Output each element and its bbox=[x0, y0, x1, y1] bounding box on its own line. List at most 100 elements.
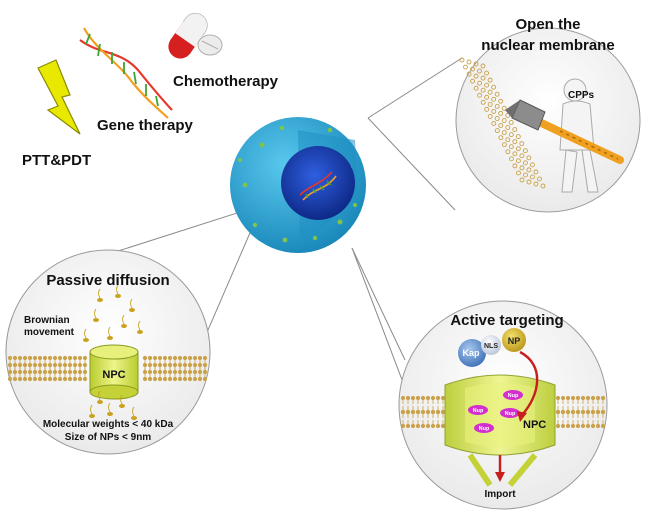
gold-nanoparticle bbox=[89, 414, 95, 418]
nanoparticle-ligand bbox=[98, 390, 101, 401]
lipid-head bbox=[526, 155, 532, 161]
lipid-head bbox=[516, 170, 521, 176]
lipid-head bbox=[27, 362, 33, 368]
lipid-head bbox=[512, 139, 518, 145]
lipid-head bbox=[430, 395, 436, 401]
lipid-head bbox=[565, 409, 571, 415]
lipid-head bbox=[575, 395, 581, 401]
lipid-head bbox=[512, 151, 518, 157]
lipid-head bbox=[187, 369, 193, 375]
nanoparticle-ligand bbox=[132, 406, 135, 417]
lipid-head bbox=[523, 172, 528, 178]
lipid-head bbox=[501, 118, 507, 123]
lipid-head bbox=[82, 369, 88, 375]
lipid-head bbox=[512, 163, 518, 169]
lipid-head bbox=[480, 63, 486, 69]
passive-diffusion-panel: Passive diffusion Brownian movement NPC … bbox=[5, 249, 211, 455]
lipid-head bbox=[17, 362, 23, 368]
nanoparticle-ligand bbox=[122, 314, 125, 325]
cell bbox=[230, 117, 366, 253]
lipid-head bbox=[37, 362, 43, 368]
lipid-head bbox=[430, 423, 436, 429]
lipid-head bbox=[570, 409, 576, 415]
cytoplasm-dots bbox=[238, 125, 357, 243]
lipid-head bbox=[32, 369, 38, 375]
lipid-head bbox=[147, 355, 153, 361]
lipid-head bbox=[72, 369, 78, 375]
lipid-head bbox=[192, 362, 198, 368]
lipid-head bbox=[62, 376, 68, 382]
lipid-head bbox=[570, 395, 576, 401]
lipid-head bbox=[560, 409, 566, 415]
lipid-head bbox=[187, 355, 193, 361]
molecular-weight-label: Molecular weights < 40 kDa bbox=[43, 419, 174, 430]
lipid-head bbox=[62, 355, 68, 361]
np-label: NP bbox=[508, 336, 521, 346]
kap-label: Kap bbox=[462, 348, 480, 358]
lipid-head bbox=[555, 395, 561, 401]
open-membrane-title-line2: nuclear membrane bbox=[481, 37, 614, 54]
nanoparticle-ligand bbox=[94, 308, 97, 319]
lipid-head bbox=[67, 376, 73, 382]
lipid-head bbox=[435, 423, 441, 429]
lipid-head bbox=[410, 423, 416, 429]
lipid-head bbox=[12, 355, 18, 361]
lipid-head bbox=[565, 423, 571, 429]
lipid-head bbox=[72, 362, 78, 368]
lipid-head bbox=[430, 409, 436, 415]
lipid-head bbox=[470, 66, 475, 72]
lipid-head bbox=[172, 362, 178, 368]
lipid-head bbox=[494, 103, 500, 109]
gold-nanoparticle bbox=[97, 298, 103, 302]
lipid-head bbox=[197, 376, 203, 382]
lipid-head bbox=[501, 105, 507, 111]
lipid-head bbox=[410, 409, 416, 415]
lipid-head bbox=[142, 362, 148, 368]
lipid-head bbox=[440, 409, 446, 415]
lipid-head bbox=[491, 121, 497, 126]
lipid-head bbox=[7, 362, 13, 368]
lipid-head bbox=[52, 376, 58, 382]
lipid-head bbox=[37, 376, 43, 382]
diagonal-membrane bbox=[459, 57, 546, 189]
lipid-head bbox=[512, 127, 518, 132]
lipid-head bbox=[580, 409, 586, 415]
lipid-head bbox=[72, 355, 78, 361]
lipid-head bbox=[177, 362, 183, 368]
gold-nanoparticle bbox=[107, 336, 113, 340]
lipid-head bbox=[595, 409, 601, 415]
lipid-head bbox=[197, 369, 203, 375]
lipid-head bbox=[420, 423, 426, 429]
cpps-label: CPPs bbox=[568, 90, 595, 101]
lipid-head bbox=[595, 423, 601, 429]
lipid-head bbox=[501, 130, 507, 136]
lipid-head bbox=[565, 395, 571, 401]
lipid-head bbox=[494, 91, 500, 97]
lipid-head bbox=[480, 75, 486, 81]
lightning-icon bbox=[37, 59, 81, 135]
lipid-head bbox=[77, 376, 83, 382]
lipid-head bbox=[27, 376, 33, 382]
lipid-head bbox=[42, 362, 48, 368]
lipid-head bbox=[519, 177, 525, 183]
lipid-head bbox=[22, 376, 28, 382]
lipid-head bbox=[47, 355, 53, 361]
lipid-head bbox=[82, 376, 88, 382]
lipid-head bbox=[22, 362, 28, 368]
open-membrane-panel: Open the nuclear membrane CPPs bbox=[455, 16, 641, 213]
dna-helix-icon bbox=[79, 27, 173, 119]
lipid-head bbox=[7, 355, 13, 361]
lipid-head bbox=[400, 395, 406, 401]
ptt-pdt-label: PTT&PDT bbox=[22, 152, 91, 169]
lipid-head bbox=[420, 409, 426, 415]
lipid-head bbox=[435, 395, 441, 401]
lipid-head bbox=[42, 376, 48, 382]
lipid-head bbox=[585, 395, 591, 401]
lipid-head bbox=[157, 355, 163, 361]
lipid-head bbox=[505, 112, 511, 118]
lipid-head bbox=[501, 142, 507, 148]
lipid-head bbox=[157, 369, 163, 375]
nanoparticle-ligand bbox=[108, 402, 111, 413]
lipid-head bbox=[420, 395, 426, 401]
lipid-head bbox=[484, 94, 490, 100]
